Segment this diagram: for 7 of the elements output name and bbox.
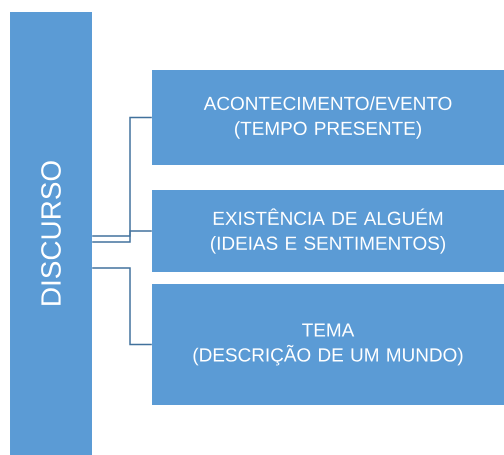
category-box: ACONTECIMENTO/EVENTO (TEMPO PRESENTE): [152, 70, 504, 165]
connector: [92, 116, 152, 237]
connector: [92, 267, 152, 346]
category-box: EXISTÊNCIA DE ALGUÉM (IDEIAS E SENTIMENTOS): [152, 190, 504, 272]
title-bar: DISCURSO: [10, 12, 92, 455]
connector: [92, 230, 152, 243]
category-box: TEMA (DESCRIÇÃO DE UM MUNDO): [152, 284, 504, 405]
